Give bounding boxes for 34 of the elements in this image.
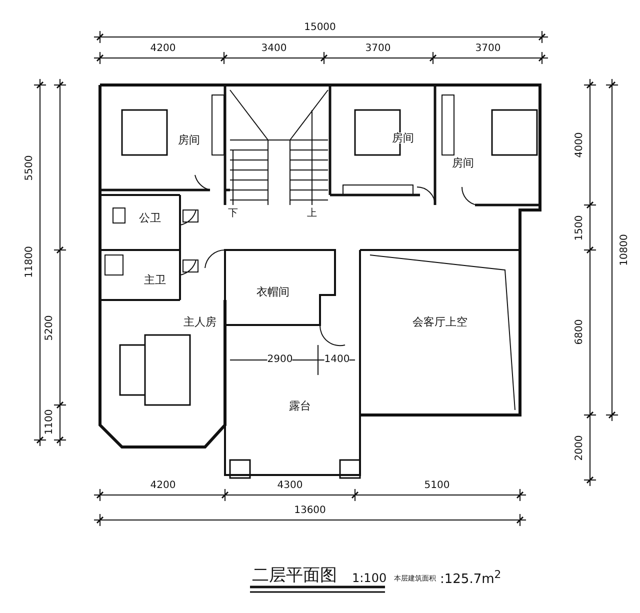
- dimension-text: 3700: [475, 44, 501, 54]
- dimension-text: 1400: [324, 355, 350, 365]
- dimension-text: 4300: [277, 481, 303, 491]
- dimension-text: 3700: [365, 44, 391, 54]
- dimension-text: 13600: [294, 506, 326, 516]
- dimension-text: 15000: [304, 23, 336, 33]
- dimension-text: 11800: [25, 246, 35, 278]
- dimension-text: 4200: [150, 481, 176, 491]
- dimension-text: 5100: [424, 481, 450, 491]
- room-label: 主卫: [144, 274, 166, 286]
- dimension-text: 1100: [45, 409, 55, 435]
- stair-direction-label: 上: [307, 209, 317, 219]
- stair-direction-label: 下: [228, 209, 238, 219]
- room-label: 房间: [452, 158, 474, 168]
- scale-text: 1:100: [352, 572, 387, 584]
- dimension-text: 2000: [575, 435, 585, 461]
- room-label: 公卫: [139, 212, 161, 224]
- area-value: :125.7m$^{2}$: [440, 570, 502, 586]
- room-label: 房间: [178, 134, 200, 146]
- room-label: 衣帽间: [256, 286, 290, 298]
- room-label: 露台: [289, 400, 311, 412]
- dimension-text: 5500: [25, 155, 35, 181]
- dimension-text: 3400: [261, 44, 287, 54]
- dimension-text: 6800: [575, 319, 585, 345]
- room-label: 会客厅上空: [412, 316, 468, 328]
- dimension-text: 2900: [267, 355, 293, 365]
- room-label: 主人房: [184, 316, 216, 328]
- drawing-title: 二层平面图: [252, 568, 337, 584]
- dimension-text: 1500: [575, 215, 585, 241]
- dimension-text: 10800: [620, 234, 630, 266]
- room-label: 房间: [392, 132, 414, 144]
- dimension-text: 5200: [45, 315, 55, 341]
- dimension-text: 4000: [575, 132, 585, 158]
- dimension-text: 4200: [150, 44, 176, 54]
